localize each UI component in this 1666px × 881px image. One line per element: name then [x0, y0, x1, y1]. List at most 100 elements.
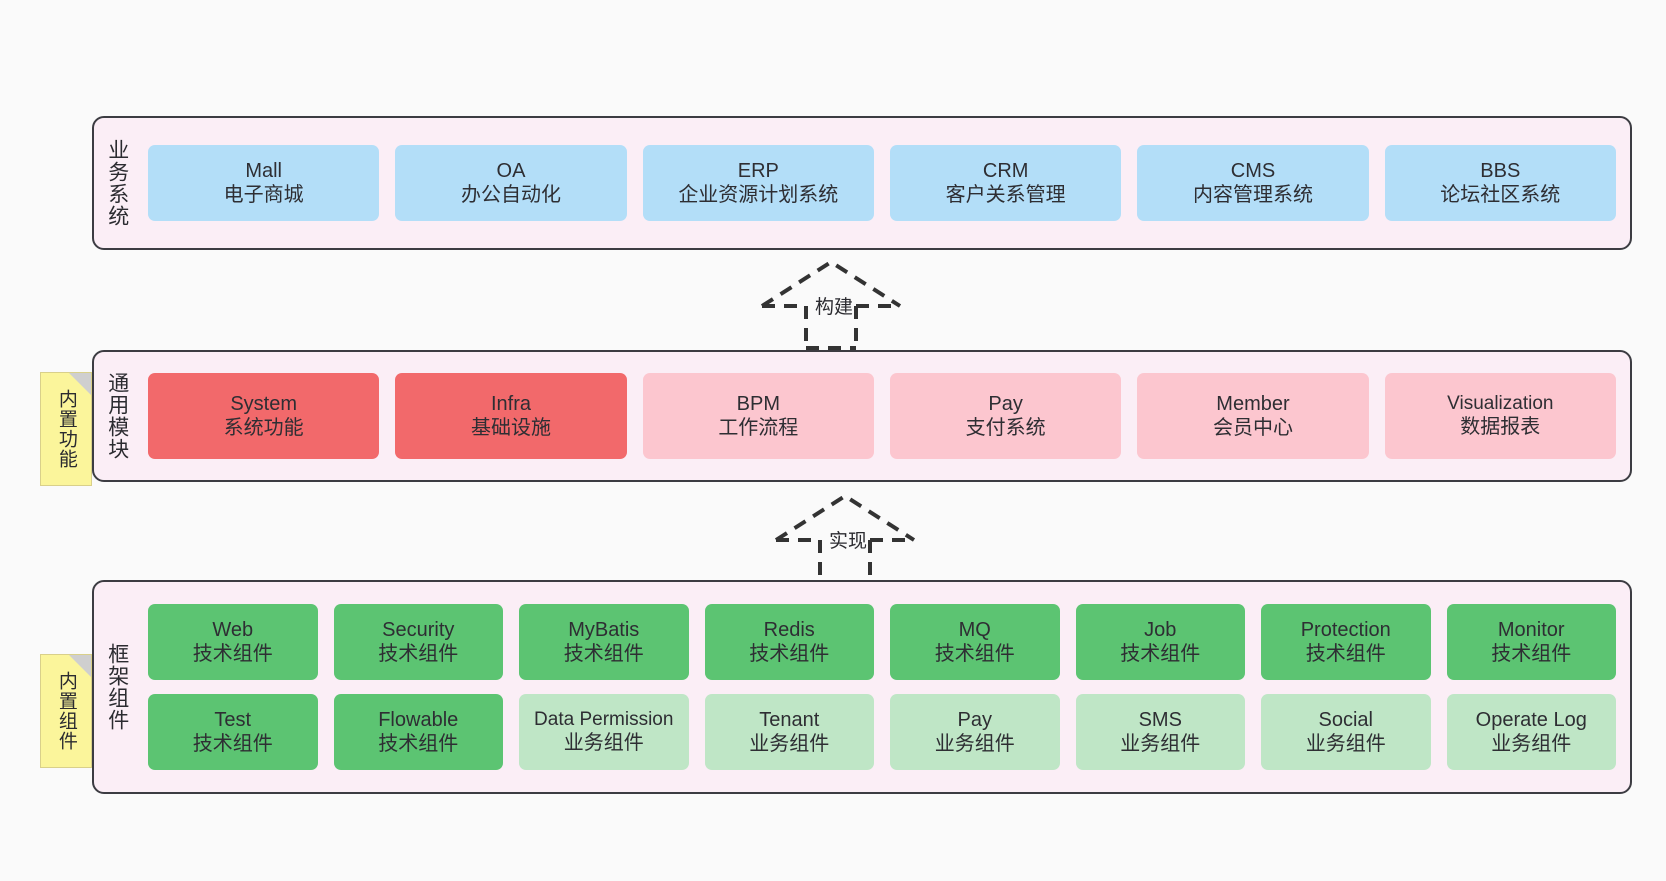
card-title-cn: 客户关系管理 [945, 184, 1066, 206]
sticky-note-builtin-features: 内置功能 [40, 372, 92, 486]
card-title-cn: 技术组件 [192, 733, 273, 755]
card-title-en: Web [212, 618, 254, 641]
card-title-cn: 技术组件 [1120, 643, 1201, 665]
connector-build-svg [760, 259, 902, 350]
card-title-en: CRM [982, 159, 1029, 182]
card-title-cn: 数据报表 [1460, 416, 1541, 439]
sticky-note-builtin-features-label: 内置功能 [55, 389, 77, 469]
card-title-cn: 技术组件 [192, 643, 273, 665]
card-title-cn: 业务组件 [1120, 733, 1201, 755]
card-title-cn: 办公自动化 [460, 184, 561, 206]
card-title-cn: 基础设施 [470, 417, 551, 439]
card-title-cn: 业务组件 [1491, 733, 1572, 755]
card-title-en: CMS [1230, 159, 1276, 182]
card-title-cn: 企业资源计划系统 [678, 184, 839, 206]
card-title-en: Pay [988, 392, 1023, 415]
card-title-en: BPM [736, 392, 780, 415]
card-title-en: SMS [1138, 708, 1182, 731]
card-title-cn: 论坛社区系统 [1440, 184, 1561, 206]
connector-build-label: 构建 [815, 297, 854, 318]
card-title-cn: 业务组件 [1305, 733, 1386, 755]
sticky-note-builtin-components-label: 内置组件 [55, 671, 77, 751]
card-title-cn: 工作流程 [718, 417, 799, 439]
card-title-cn: 技术组件 [378, 643, 459, 665]
card-title-en: Data Permission [534, 709, 674, 731]
card-title-cn: 电子商城 [223, 184, 304, 206]
connector-build [756, 258, 906, 350]
card-title-en: OA [496, 159, 526, 182]
card-title-cn: 系统功能 [223, 417, 304, 439]
card-title-en: Member [1216, 392, 1290, 415]
layer-common-title: 通用模块 [105, 372, 129, 460]
sticky-fold-icon [69, 655, 91, 677]
card-title-cn: 技术组件 [934, 643, 1015, 665]
connector-implement-label: 实现 [829, 531, 868, 552]
card-title-en: Test [214, 708, 252, 731]
card-title-en: Security [382, 618, 455, 641]
card-title-en: Flowable [378, 708, 459, 731]
sticky-note-builtin-components: 内置组件 [40, 654, 92, 768]
card-title-en: ERP [737, 159, 779, 182]
card-title-en: Protection [1300, 618, 1391, 641]
card-title-en: Mall [245, 159, 282, 182]
card-title-en: Visualization [1447, 393, 1554, 415]
card-title-cn: 业务组件 [749, 733, 830, 755]
card-title-en: Operate Log [1475, 708, 1587, 731]
sticky-fold-icon [69, 373, 91, 395]
card-title-en: BBS [1480, 159, 1521, 182]
card-title-en: Infra [490, 392, 531, 415]
card-title-en: Social [1318, 708, 1373, 731]
card-title-en: Monitor [1497, 618, 1565, 641]
card-title-en: Tenant [759, 708, 820, 731]
card-title-cn: 内容管理系统 [1192, 184, 1313, 206]
layer-framework-title: 框架组件 [105, 643, 129, 731]
card-title-cn: 业务组件 [563, 732, 644, 755]
card-title-cn: 支付系统 [965, 417, 1046, 439]
card-title-cn: 技术组件 [1305, 643, 1386, 665]
card-title-en: Job [1144, 618, 1177, 641]
card-title-cn: 技术组件 [749, 643, 830, 665]
card-title-cn: 技术组件 [378, 733, 459, 755]
card-title-en: MyBatis [568, 618, 640, 641]
card-title-cn: 技术组件 [563, 643, 644, 665]
card-title-cn: 业务组件 [934, 733, 1015, 755]
card-title-en: MQ [958, 618, 991, 641]
